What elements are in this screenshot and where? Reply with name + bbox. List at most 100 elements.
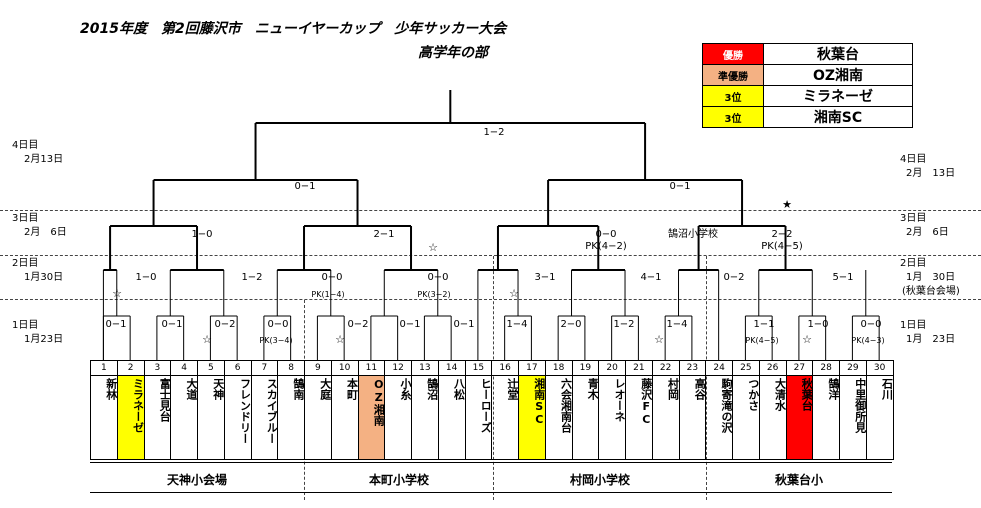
result-place: 3位 [702, 106, 764, 128]
date-label-left: 2月 6日 [24, 227, 67, 238]
star-icon: ☆ [428, 241, 438, 254]
qf-score: 1−0 [191, 229, 213, 240]
result-place: 準優勝 [702, 64, 764, 86]
r32-score: 1−4 [666, 319, 688, 330]
team-name: フレンドリー [238, 378, 252, 444]
result-team: 秋葉台 [763, 43, 913, 65]
team-number: 26 [759, 361, 786, 376]
date-label-left: 1月23日 [24, 334, 64, 345]
page-subtitle: 高学年の部 [418, 45, 488, 61]
team-number: 13 [412, 361, 438, 376]
team-number: 19 [572, 361, 599, 376]
result-row: 3位 湘南SC [702, 106, 913, 128]
venue-divider [706, 256, 707, 500]
team-name: 大庭 [318, 378, 332, 400]
team-cell: 10 本町 [330, 360, 359, 460]
team-name: 鵠洋 [827, 378, 840, 400]
venue-divider [493, 256, 494, 500]
team-name: 湘南SC [532, 378, 546, 426]
star-icon: ☆ [654, 333, 664, 346]
result-team: OZ湘南 [763, 64, 913, 86]
round-divider [0, 299, 981, 300]
team-number: 7 [251, 361, 278, 376]
team-number: 27 [786, 361, 813, 376]
team-name: 大清水 [773, 378, 787, 411]
page-title: 2015年度 第2回藤沢市 ニューイヤーカップ 少年サッカー大会 [80, 21, 507, 37]
r32-score: 2−0 [560, 319, 582, 330]
team-cell: 21 藤沢FC [625, 360, 653, 460]
team-number: 16 [492, 361, 518, 376]
venue-note-right: (秋葉台会場) [902, 286, 960, 297]
team-name: 大道 [185, 378, 198, 400]
results-table: 優勝 秋葉台 準優勝 OZ湘南 3位 ミラネーゼ 3位 湘南SC [702, 43, 913, 128]
team-name: 藤沢FC [639, 378, 653, 426]
team-number: 2 [117, 361, 144, 376]
team-name: 村岡 [666, 378, 680, 400]
r32-score: 0−0 [267, 319, 289, 330]
r16-pk: PK(3−2) [417, 290, 451, 299]
team-number: 10 [331, 361, 358, 376]
r32-score: 1−4 [506, 319, 528, 330]
team-name: 中里御所見 [853, 378, 867, 433]
day-label-right: 3日目 [900, 213, 927, 224]
r32-score: 1−1 [753, 319, 775, 330]
venue-frame-bottom [90, 492, 892, 493]
day-label-left: 1日目 [12, 320, 39, 331]
team-name: 小糸 [399, 378, 412, 400]
team-number: 6 [224, 361, 251, 376]
r16-score: 0−2 [723, 272, 745, 283]
team-name: ヒーローズ [479, 378, 493, 433]
result-row: 優勝 秋葉台 [702, 43, 913, 65]
r32-score: 0−1 [453, 319, 475, 330]
date-label-right: 1月 23日 [906, 334, 956, 345]
day-label-right: 4日目 [900, 154, 927, 165]
team-cell: 23 高谷 [678, 360, 707, 460]
team-cell: 9 大庭 [304, 360, 332, 460]
team-cell: 27 秋葉台 [785, 360, 814, 460]
semi-score: 0−1 [294, 181, 316, 192]
team-number: 21 [626, 361, 652, 376]
venue-3rd-label: 鵠沼小学校 [668, 229, 718, 240]
r32-pk: PK(4−5) [745, 336, 779, 345]
star-icon: ☆ [112, 287, 122, 300]
round-divider [0, 210, 981, 211]
date-label-right: 2月 6日 [906, 227, 949, 238]
date-label-right: 1月 30日 [906, 272, 956, 283]
result-row: 3位 ミラネーゼ [702, 85, 913, 107]
r16-score: 4−1 [640, 272, 662, 283]
team-number: 4 [171, 361, 197, 376]
team-name: 青木 [586, 378, 600, 400]
r32-score: 0−2 [347, 319, 369, 330]
team-name: 秋葉台 [800, 378, 814, 411]
team-name: 新林 [104, 378, 118, 400]
r32-score: 0−1 [105, 319, 127, 330]
team-name: スカイブルー [265, 378, 279, 444]
date-label-right: 2月 13日 [906, 168, 956, 179]
team-name: 本町 [345, 378, 359, 400]
venue-label: 天神小会場 [166, 473, 227, 487]
r32-score: 0−0 [860, 319, 882, 330]
final-score: 1−2 [483, 127, 505, 138]
team-name: 高谷 [693, 378, 707, 400]
team-number: 24 [706, 361, 732, 376]
team-cell: 6 フレンドリー [223, 360, 252, 460]
team-number: 23 [679, 361, 706, 376]
team-number: 15 [465, 361, 492, 376]
team-name: レオーネ [613, 378, 626, 422]
team-name: 八松 [452, 378, 466, 400]
day-label-left: 2日目 [12, 258, 39, 269]
team-cell: 19 青木 [571, 360, 600, 460]
qf-pk: PK(4−5) [761, 241, 803, 252]
team-number: 9 [305, 361, 331, 376]
